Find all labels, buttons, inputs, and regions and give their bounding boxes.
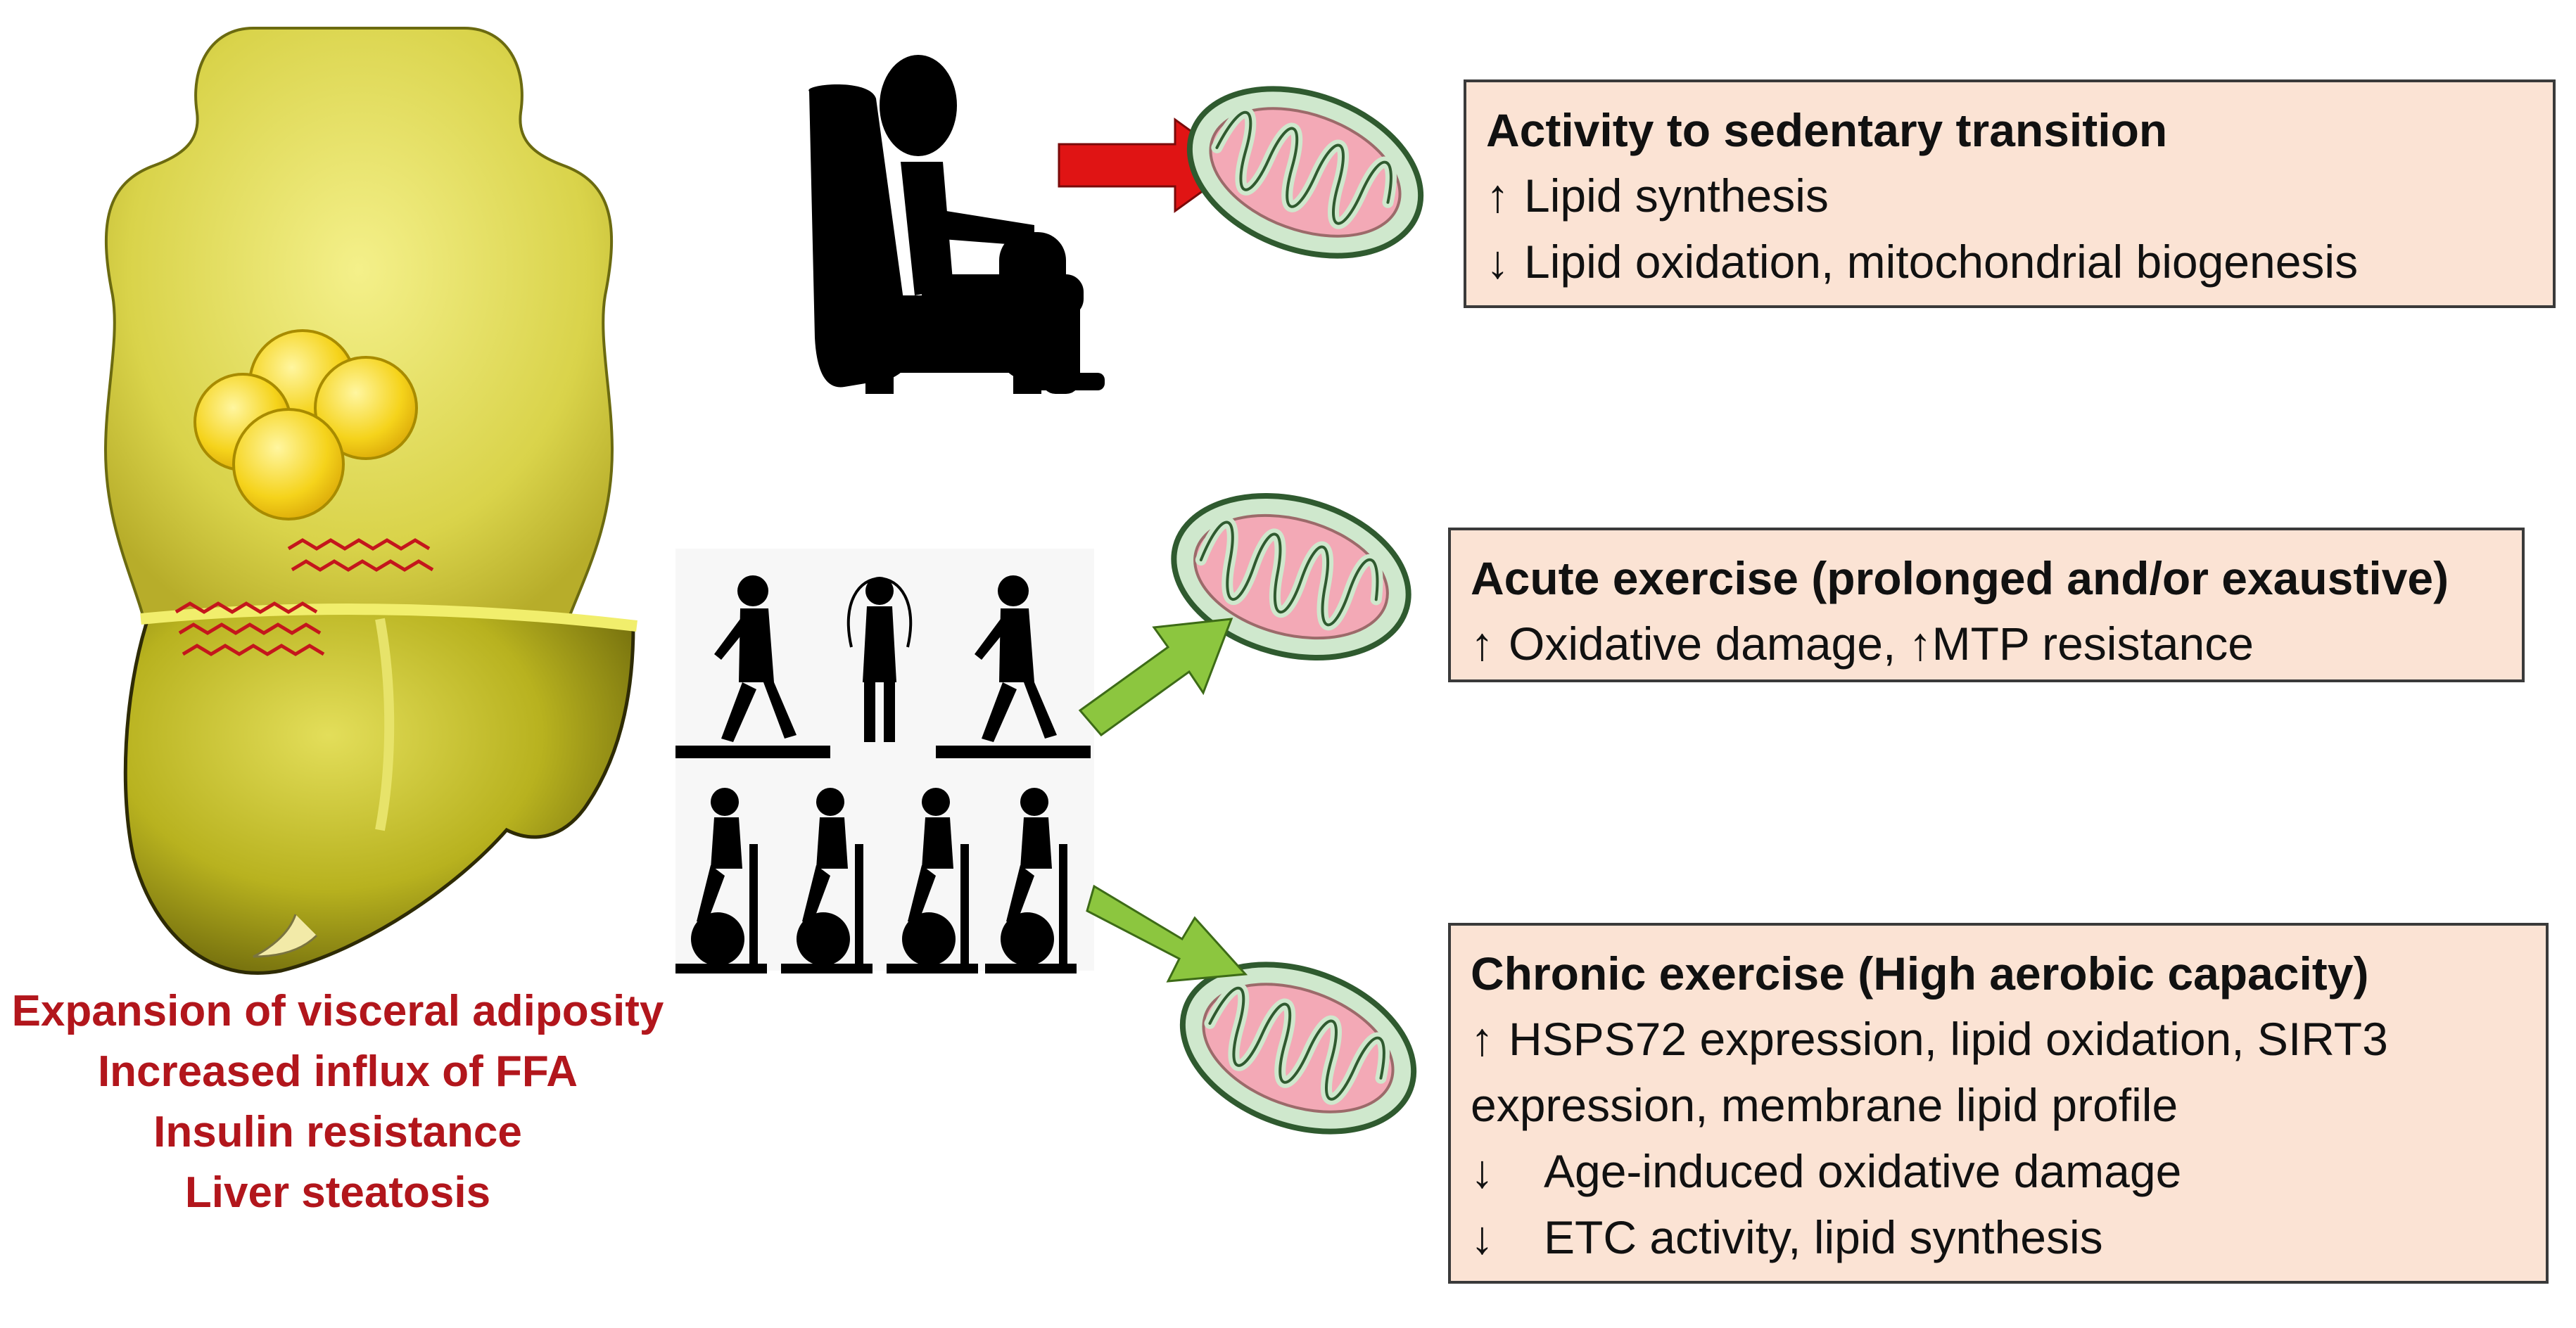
green-arrow-icon: [1078, 618, 1233, 737]
effect-item: Insulin resistance: [153, 1108, 522, 1156]
up-arrow-icon: ↑: [1471, 618, 1494, 670]
human-body-icon: [103, 27, 614, 634]
down-arrow-icon: ↓: [1471, 1145, 1494, 1197]
green-arrow-icon: [1086, 884, 1248, 983]
chronic-line-1: ↑HSPS72 expression, lipid oxidation, SIR…: [1471, 1006, 2526, 1138]
chronic-line-3: ↓ETC activity, lipid synthesis: [1471, 1204, 2526, 1270]
effect-item: Liver steatosis: [184, 1168, 491, 1217]
acute-line-1: ↑Oxidative damage, ↑MTP resistance: [1471, 611, 2502, 677]
down-arrow-icon: ↓: [1471, 1211, 1494, 1263]
down-arrow-icon: ↓: [1486, 236, 1509, 288]
up-arrow-icon: ↑: [1908, 618, 1932, 670]
acute-title: Acute exercise (prolonged and/or exausti…: [1471, 552, 2449, 604]
chronic-line-2: ↓Age-induced oxidative damage: [1471, 1138, 2526, 1204]
liver-icon: [123, 538, 637, 975]
sedentary-line-2: ↓Lipid oxidation, mitochondrial biogenes…: [1486, 229, 2533, 295]
sedentary-transition-box: Activity to sedentary transition ↑Lipid …: [1464, 79, 2556, 308]
metabolic-effects-list: Expansion of visceral adiposity Increase…: [0, 981, 675, 1223]
sitting-person-icon: [808, 55, 1105, 394]
effect-item: Expansion of visceral adiposity: [11, 987, 664, 1035]
fat-cells-icon: [193, 329, 418, 521]
mitochondrion-icon: [1167, 58, 1445, 286]
up-arrow-icon: ↑: [1486, 170, 1509, 222]
chronic-exercise-box: Chronic exercise (High aerobic capacity)…: [1448, 923, 2549, 1284]
acute-exercise-box: Acute exercise (prolonged and/or exausti…: [1448, 528, 2525, 682]
chronic-title: Chronic exercise (High aerobic capacity): [1471, 947, 2369, 1000]
sedentary-title: Activity to sedentary transition: [1486, 104, 2168, 156]
sedentary-line-1: ↑Lipid synthesis: [1486, 162, 2533, 229]
effect-item: Increased influx of FFA: [97, 1047, 578, 1096]
exercise-silhouettes-icon: [675, 549, 1094, 973]
up-arrow-icon: ↑: [1471, 1013, 1494, 1065]
